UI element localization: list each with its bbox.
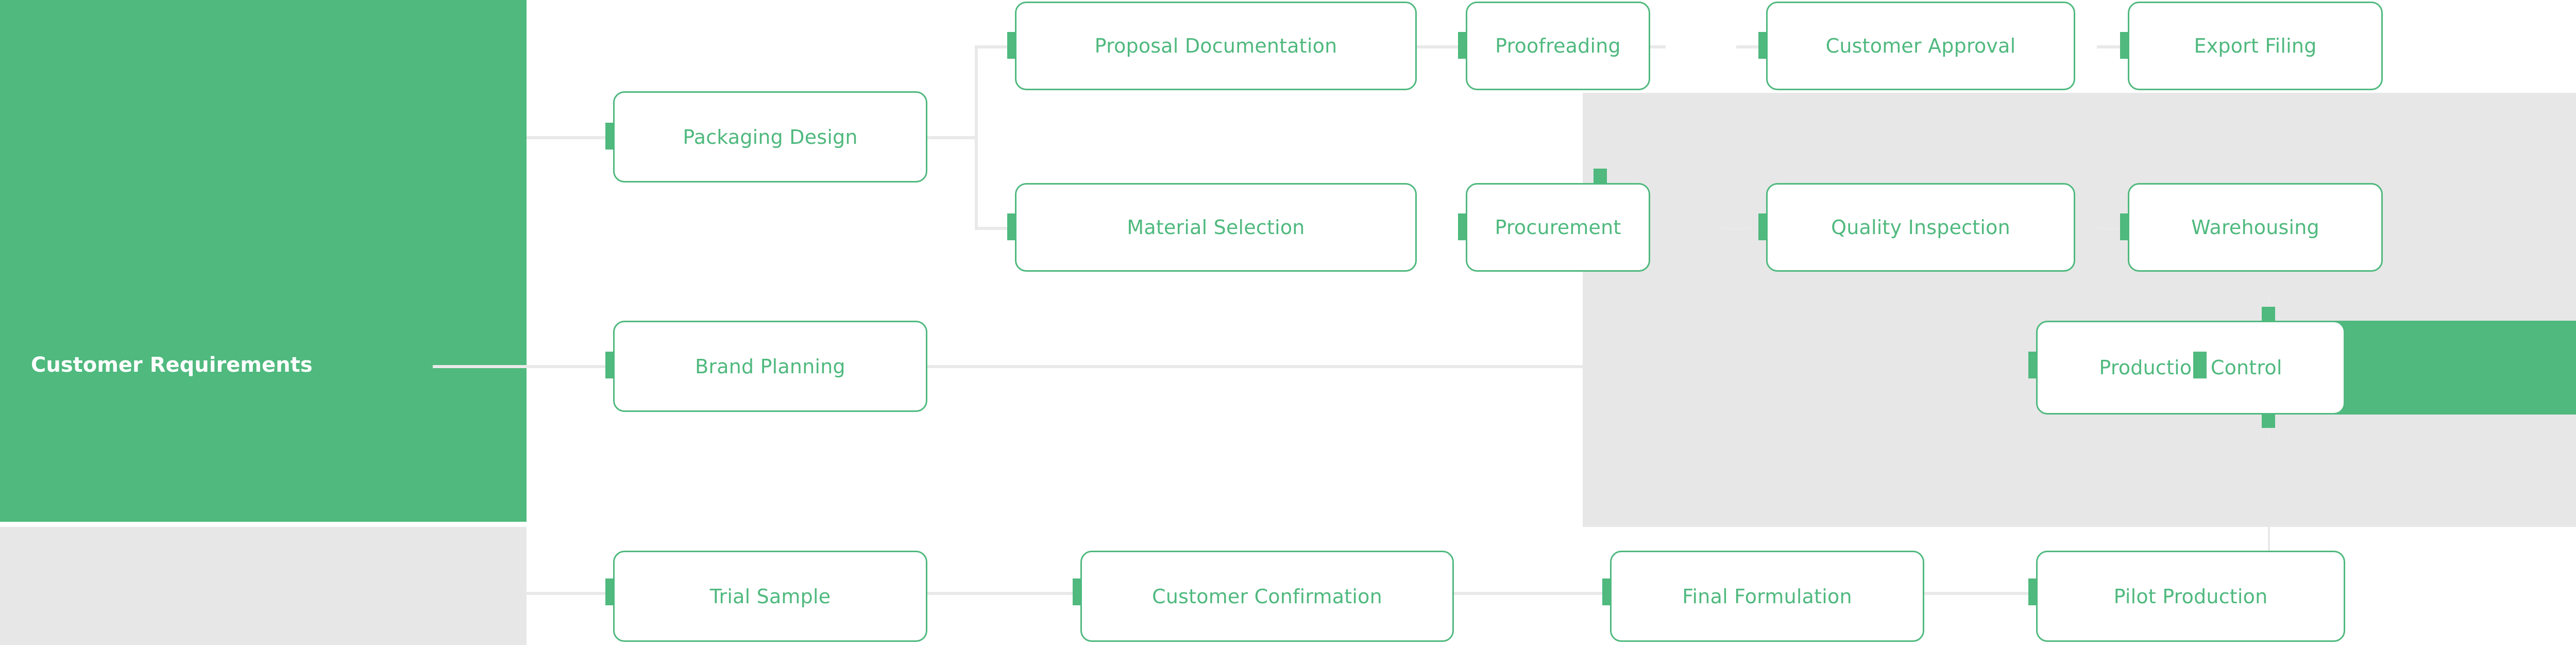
start-region-background [0, 0, 527, 522]
start-node-label: Customer Requirements [31, 353, 313, 377]
connector-stub-export-filing [2097, 45, 2129, 48]
node-label-customer-confirmation: Customer Confirmation [1152, 585, 1382, 608]
anchor-procurement-top [1594, 169, 1607, 184]
node-packaging-design[interactable]: Packaging Design [613, 91, 927, 183]
node-quality-inspection[interactable]: Quality Inspection [1766, 183, 2075, 272]
node-label-packaging-design: Packaging Design [683, 125, 858, 148]
connector-start-to-brand-planning [433, 365, 611, 368]
node-customer-confirmation[interactable]: Customer Confirmation [1080, 551, 1454, 642]
node-label-production-control: Production Control [2099, 356, 2282, 379]
node-label-export-filing: Export Filing [2194, 35, 2317, 57]
anchor-production-control-bottom [2262, 412, 2275, 428]
node-label-material-selection: Material Selection [1127, 216, 1305, 239]
node-pilot-production[interactable]: Pilot Production [2036, 551, 2345, 642]
node-label-quality-inspection: Quality Inspection [1831, 216, 2010, 239]
connector-start-to-trial-sample [527, 592, 612, 595]
connector-branch-to-proposal-documentation [975, 45, 1015, 48]
node-export-filing[interactable]: Export Filing [2128, 2, 2383, 90]
node-label-procurement: Procurement [1495, 216, 1621, 239]
node-label-brand-planning: Brand Planning [695, 355, 845, 378]
node-final-formulation[interactable]: Final Formulation [1610, 551, 1924, 642]
node-label-pilot-production: Pilot Production [2113, 585, 2268, 608]
right-phase-region-background [1583, 93, 2576, 527]
node-production-control[interactable]: Production Control [2036, 321, 2345, 415]
node-trial-sample[interactable]: Trial Sample [613, 551, 927, 642]
connector-branch-to-material-selection [975, 227, 1015, 230]
lower-left-region-background [0, 527, 527, 645]
node-label-trial-sample: Trial Sample [709, 585, 831, 608]
connector-packaging-design-out [927, 136, 978, 139]
node-proposal-documentation[interactable]: Proposal Documentation [1015, 2, 1417, 90]
node-brand-planning[interactable]: Brand Planning [613, 321, 927, 412]
node-label-proofreading: Proofreading [1495, 35, 1621, 57]
start-node-customer-requirements[interactable]: Customer Requirements [0, 330, 527, 400]
node-label-proposal-documentation: Proposal Documentation [1094, 35, 1337, 57]
node-procurement[interactable]: Procurement [1466, 183, 1650, 272]
connector-brand-planning-out [776, 365, 1583, 368]
anchor-production-control-top [2262, 307, 2275, 322]
node-label-warehousing: Warehousing [2191, 216, 2319, 239]
anchor-finished [2193, 352, 2207, 378]
connector-start-to-packaging-design [527, 136, 612, 139]
node-proofreading[interactable]: Proofreading [1466, 2, 1650, 90]
node-label-final-formulation: Final Formulation [1682, 585, 1852, 608]
connector-stub-customer-approval [1736, 45, 1767, 48]
connector-stub-warehousing [2097, 227, 2129, 230]
node-label-customer-approval: Customer Approval [1825, 35, 2016, 57]
connector-vertical-to-pilot-production [2268, 527, 2270, 553]
connector-stub-proofreading-out [1650, 45, 1666, 48]
connector-packaging-branch-vertical [975, 45, 978, 230]
node-warehousing[interactable]: Warehousing [2128, 183, 2383, 272]
connector-stub-quality-inspection [1721, 227, 1751, 230]
node-customer-approval[interactable]: Customer Approval [1766, 2, 2075, 90]
node-material-selection[interactable]: Material Selection [1015, 183, 1417, 272]
